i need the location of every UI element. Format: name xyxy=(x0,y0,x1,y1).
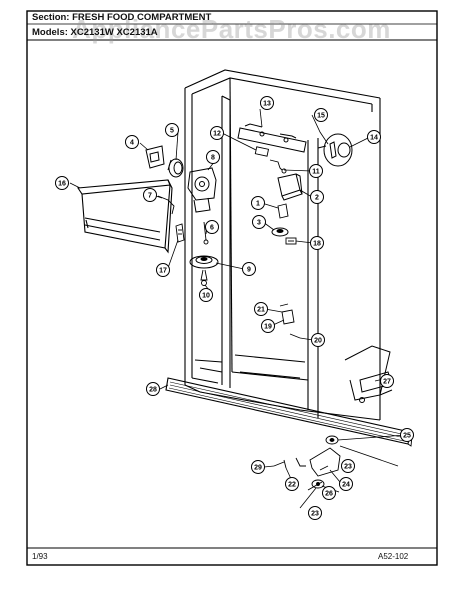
callout-number-2: 2 xyxy=(315,195,319,202)
callout-number-23: 23 xyxy=(311,511,319,518)
callout-circle-14 xyxy=(367,130,381,144)
callout-number-15: 15 xyxy=(317,113,325,120)
part-3-grommet xyxy=(271,227,289,237)
top-rail xyxy=(237,123,307,153)
footer-date: 1/93 xyxy=(32,552,48,561)
callout-number-14: 14 xyxy=(370,135,378,142)
callout-number-28: 28 xyxy=(149,387,157,394)
callout-circle-23 xyxy=(308,506,322,520)
callout-circle-28 xyxy=(146,382,160,396)
callout-number-1: 1 xyxy=(256,201,260,208)
switch-housing xyxy=(317,133,353,167)
lower-hardware xyxy=(273,435,341,491)
callout-circle-15 xyxy=(314,108,328,122)
callout-circle-20 xyxy=(311,333,325,347)
callout-circle-27 xyxy=(380,374,394,388)
callout-circle-18 xyxy=(310,236,324,250)
callout-number-21: 21 xyxy=(257,307,265,314)
callout-circle-7 xyxy=(143,188,157,202)
callout-number-7: 7 xyxy=(148,193,152,200)
callout-number-22: 22 xyxy=(288,482,296,489)
part-1-bracket xyxy=(277,203,289,219)
callout-number-5: 5 xyxy=(170,128,174,135)
callout-number-13: 13 xyxy=(263,101,271,108)
callout-number-27: 27 xyxy=(383,379,391,386)
callout-number-23: 23 xyxy=(344,464,352,471)
callout-circle-19 xyxy=(261,319,275,333)
control-knob xyxy=(167,158,184,178)
callout-number-11: 11 xyxy=(312,169,320,176)
callout-number-4: 4 xyxy=(130,140,134,147)
callout-number-29: 29 xyxy=(254,465,262,472)
callout-circle-8 xyxy=(206,150,220,164)
callout-number-8: 8 xyxy=(211,155,215,162)
callout-number-20: 20 xyxy=(314,338,322,345)
callout-circle-23 xyxy=(341,459,355,473)
callout-circle-29 xyxy=(251,460,265,474)
screw-6 xyxy=(203,221,209,245)
callout-circle-11 xyxy=(309,164,323,178)
callout-circle-3 xyxy=(252,215,266,229)
callout-circle-4 xyxy=(125,135,139,149)
models-label: Models: XC2131W XC2131A xyxy=(32,27,158,38)
part-20-screw xyxy=(289,333,301,339)
junction-box xyxy=(277,173,303,201)
callout-circle-12 xyxy=(210,126,224,140)
callout-number-25: 25 xyxy=(403,433,411,440)
part-11-wire xyxy=(269,159,287,174)
callout-circle-13 xyxy=(260,96,274,110)
footer-code: A52-102 xyxy=(378,552,409,561)
callout-circle-16 xyxy=(55,176,69,190)
part-18-connector xyxy=(285,237,297,245)
callout-circle-25 xyxy=(400,428,414,442)
section-label: Section: FRESH FOOD COMPARTMENT xyxy=(32,12,212,23)
callout-circle-17 xyxy=(156,263,170,277)
callout-numbers: 1234567891011121314151617181920212223232… xyxy=(55,96,414,520)
callout-circle-21 xyxy=(254,302,268,316)
callout-circle-5 xyxy=(165,123,179,137)
light-lens xyxy=(189,255,219,269)
light-bulb xyxy=(200,269,208,286)
callout-number-19: 19 xyxy=(264,324,272,331)
cabinet-liner xyxy=(184,69,381,421)
callout-number-26: 26 xyxy=(325,491,333,498)
watermark: AppliancePartsPros.com xyxy=(72,14,391,44)
control-housing xyxy=(77,179,173,254)
callout-number-9: 9 xyxy=(247,267,251,274)
hinge-assembly xyxy=(344,345,393,403)
callout-number-10: 10 xyxy=(202,293,210,300)
callout-circle-22 xyxy=(285,477,299,491)
callout-circle-26 xyxy=(322,486,336,500)
callout-number-24: 24 xyxy=(342,482,350,489)
callout-circle-9 xyxy=(242,262,256,276)
callout-number-17: 17 xyxy=(159,268,167,275)
callout-number-18: 18 xyxy=(313,241,321,248)
callout-number-6: 6 xyxy=(210,225,214,232)
cold-control-assembly xyxy=(187,167,217,213)
light-socket-bracket xyxy=(145,145,165,169)
callout-circle-1 xyxy=(251,196,265,210)
callout-circle-24 xyxy=(339,477,353,491)
callout-circle-10 xyxy=(199,288,213,302)
sheet-border xyxy=(26,10,438,566)
callout-circle-6 xyxy=(205,220,219,234)
callout-circle-2 xyxy=(310,190,324,204)
callout-number-16: 16 xyxy=(58,181,66,188)
part-12-clip xyxy=(254,146,270,157)
callout-number-3: 3 xyxy=(257,220,261,227)
capillary-tube xyxy=(157,195,175,215)
damper-clip xyxy=(175,223,185,243)
leader-lines xyxy=(69,108,406,509)
callout-number-12: 12 xyxy=(213,131,221,138)
